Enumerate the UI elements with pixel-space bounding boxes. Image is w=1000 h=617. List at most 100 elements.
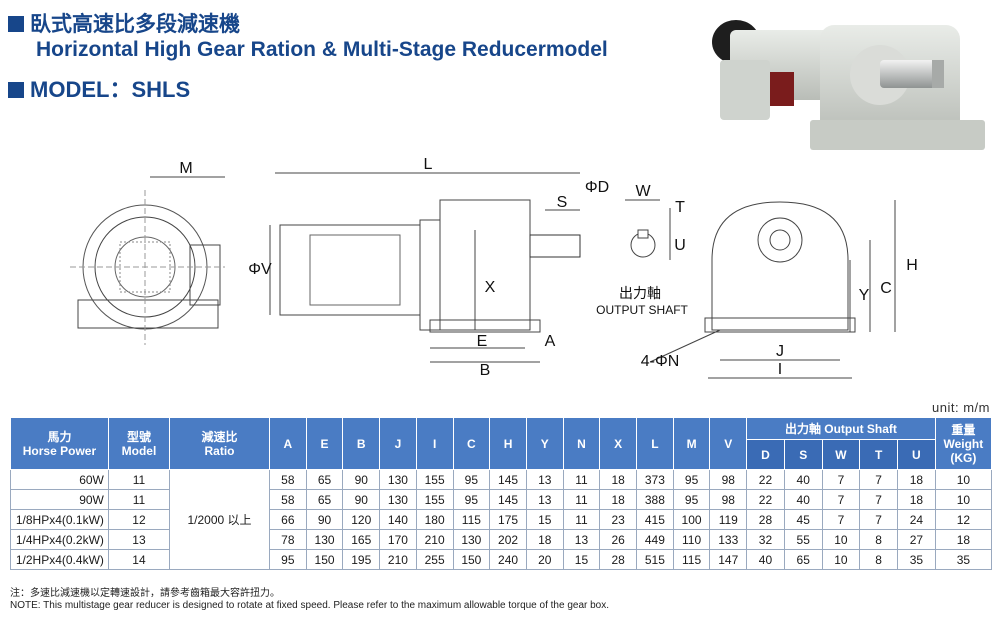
- cell-dim: 170: [379, 529, 417, 550]
- cell-dim: 130: [452, 529, 491, 550]
- note-en: NOTE: This multistage gear reducer is de…: [10, 600, 610, 611]
- cell-dim: 90: [342, 469, 381, 490]
- cell-dim: 140: [379, 509, 417, 530]
- cell-dim: 180: [415, 509, 454, 530]
- cell-dim: 90: [305, 509, 344, 530]
- header-dim: E: [305, 417, 344, 470]
- output-shaft-label-en: OUTPUT SHAFT: [596, 303, 688, 317]
- bullet-square-icon: [8, 82, 24, 98]
- cell-dim: 145: [489, 469, 527, 490]
- cell-dim: 13: [562, 529, 601, 550]
- cell-dim: 145: [489, 489, 527, 510]
- header-weight-zh: 重量: [951, 422, 976, 437]
- cell-dim: 130: [305, 529, 344, 550]
- cell-shaft-dim: 35: [897, 549, 936, 570]
- cell-dim: 65: [305, 489, 344, 510]
- cell-shaft-dim: 40: [783, 489, 823, 510]
- dim-label: C: [880, 280, 892, 297]
- title-en: Horizontal High Gear Ration & Multi-Stag…: [36, 38, 608, 61]
- cell-dim: 90: [342, 489, 381, 510]
- cell-dim: 11: [562, 489, 601, 510]
- model-title: MODEL：SHLS: [8, 72, 190, 104]
- cell-model: 11: [107, 489, 171, 510]
- cell-dim: 15: [525, 509, 564, 530]
- dim-label: J: [776, 343, 784, 360]
- cell-shaft-dim: 22: [746, 489, 785, 510]
- cell-horse-power: 1/2HPx4(0.4kW): [10, 549, 109, 570]
- header-weight-en: Weight: [943, 436, 984, 451]
- cell-dim: 98: [709, 469, 748, 490]
- cell-horse-power: 90W: [10, 489, 109, 510]
- header-dim: H: [489, 417, 527, 470]
- header-shaft-dim: W: [821, 439, 861, 470]
- cell-shaft-dim: 18: [897, 469, 936, 490]
- front-view: [70, 176, 225, 345]
- cell-shaft-dim: 32: [746, 529, 785, 550]
- cell-dim: 120: [342, 509, 381, 530]
- header-horse-power-zh: 馬力: [47, 429, 72, 444]
- side-view: [269, 172, 581, 363]
- cell-dim: 130: [379, 469, 417, 490]
- cell-dim: 95: [268, 549, 307, 570]
- output-shaft-label-zh: 出力軸: [619, 285, 661, 301]
- cell-dim: 13: [525, 489, 564, 510]
- header-dim: M: [672, 417, 711, 470]
- header-ratio-zh: 減速比: [201, 429, 238, 444]
- cell-shaft-dim: 7: [859, 489, 898, 510]
- cell-dim: 28: [599, 549, 638, 570]
- header-model-en: Model: [121, 443, 157, 458]
- cell-dim: 115: [672, 549, 711, 570]
- cell-dim: 13: [525, 469, 564, 490]
- cell-dim: 210: [415, 529, 454, 550]
- cell-shaft-dim: 27: [897, 529, 936, 550]
- cell-dim: 20: [525, 549, 564, 570]
- dim-label: T: [675, 199, 685, 216]
- cell-dim: 11: [562, 509, 601, 530]
- cell-dim: 95: [672, 489, 711, 510]
- cell-shaft-dim: 24: [897, 509, 936, 530]
- dim-label: ΦV: [248, 261, 272, 278]
- cell-dim: 23: [599, 509, 638, 530]
- cell-weight: 35: [934, 549, 993, 570]
- cell-weight: 10: [934, 489, 993, 510]
- dim-label: A: [545, 333, 556, 350]
- cell-dim: 150: [452, 549, 491, 570]
- cell-dim: 98: [709, 489, 748, 510]
- cell-dim: 66: [268, 509, 307, 530]
- dim-label: H: [906, 257, 918, 274]
- header-shaft-dim: U: [897, 439, 936, 470]
- header-horse-power-en: Horse Power: [22, 443, 97, 458]
- cell-dim: 58: [268, 489, 307, 510]
- cell-dim: 155: [415, 489, 454, 510]
- cell-shaft-dim: 10: [821, 549, 861, 570]
- cell-shaft-dim: 55: [783, 529, 823, 550]
- dim-label: L: [424, 156, 433, 173]
- cell-dim: 11: [562, 469, 601, 490]
- dim-label: S: [557, 194, 568, 211]
- header-shaft-dim: S: [783, 439, 823, 470]
- cell-dim: 175: [489, 509, 527, 530]
- header-ratio-en: Ratio: [204, 443, 235, 458]
- cell-shaft-dim: 8: [859, 549, 898, 570]
- cell-dim: 147: [709, 549, 748, 570]
- note-zh: 注：多速比減速機以定轉速設計，請參考齒箱最大容許扭力。: [10, 588, 280, 599]
- cell-dim: 100: [672, 509, 711, 530]
- cell-dim: 255: [415, 549, 454, 570]
- cell-dim: 210: [379, 549, 417, 570]
- cell-shaft-dim: 22: [746, 469, 785, 490]
- cell-dim: 130: [379, 489, 417, 510]
- cell-dim: 202: [489, 529, 527, 550]
- header-dim: B: [342, 417, 381, 470]
- cell-shaft-dim: 28: [746, 509, 785, 530]
- dim-label: X: [485, 279, 496, 296]
- cell-dim: 15: [562, 549, 601, 570]
- cell-dim: 155: [415, 469, 454, 490]
- cell-dim: 195: [342, 549, 381, 570]
- dim-label: Y: [859, 287, 870, 304]
